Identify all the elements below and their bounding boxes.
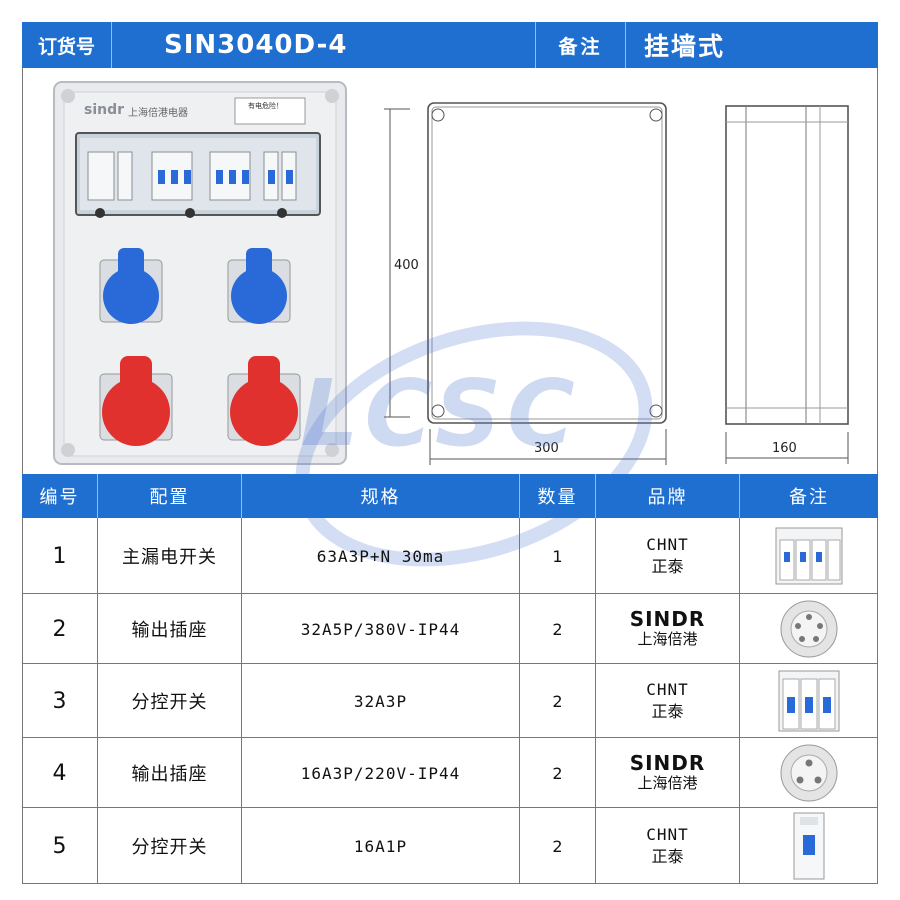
socket-5pin-thumbnail [740, 594, 878, 664]
row-spec: 63A3P+N 30ma [242, 518, 520, 594]
dimension-depth: 160 [772, 441, 797, 456]
brand-name: CHNT [646, 535, 689, 554]
row-spec: 32A5P/380V-IP44 [242, 594, 520, 664]
col-config: 配置 [98, 474, 242, 518]
row-spec: 16A3P/220V-IP44 [242, 738, 520, 808]
logo-text: sindr [84, 102, 125, 118]
col-brand: 品牌 [596, 474, 740, 518]
order-label-cell: 订货号 [22, 22, 112, 68]
brand-name-cn: 上海倍港 [637, 774, 698, 792]
row-config: 主漏电开关 [98, 518, 242, 594]
row-number: 3 [22, 664, 98, 738]
brand-name: SINDR [629, 607, 706, 631]
row-config: 分控开关 [98, 808, 242, 884]
order-value-cell: SIN3040D-4 [112, 22, 536, 68]
distribution-box-photo [53, 81, 347, 465]
brand-name-cn: 正泰 [651, 557, 684, 576]
row-number: 4 [22, 738, 98, 808]
table-row: 2 输出插座 32A5P/380V-IP44 2 SINDR 上海倍港 [22, 594, 878, 664]
row-brand: CHNT 正泰 [596, 518, 740, 594]
rcd-breaker-thumbnail [740, 518, 878, 594]
brand-name-cn: 上海倍港 [637, 630, 698, 648]
table-row: 1 主漏电开关 63A3P+N 30ma 1 CHNT 正泰 [22, 518, 878, 594]
row-number: 2 [22, 594, 98, 664]
row-spec: 16A1P [242, 808, 520, 884]
warning-label-title: 有电危险！ [248, 102, 283, 110]
side-view-drawing [725, 105, 849, 464]
note-label: 备注 [558, 35, 603, 58]
brand-name: CHNT [646, 680, 689, 699]
table-row: 3 分控开关 32A3P 2 CHNT 正泰 [22, 664, 878, 738]
row-spec: 32A3P [242, 664, 520, 738]
mcb-1p-thumbnail [740, 808, 878, 884]
row-config: 输出插座 [98, 738, 242, 808]
row-brand: CHNT 正泰 [596, 808, 740, 884]
watermark-text: LCSC [300, 360, 581, 467]
row-config: 分控开关 [98, 664, 242, 738]
row-brand: SINDR 上海倍港 [596, 738, 740, 808]
row-qty: 2 [520, 664, 596, 738]
logo-company: 上海倍港电器 [128, 108, 188, 119]
order-label: 订货号 [37, 35, 95, 58]
row-brand: CHNT 正泰 [596, 664, 740, 738]
row-brand: SINDR 上海倍港 [596, 594, 740, 664]
brand-name-cn: 正泰 [651, 702, 684, 721]
note-label-cell: 备注 [536, 22, 626, 68]
dimension-height: 400 [394, 258, 419, 273]
row-number: 5 [22, 808, 98, 884]
col-note: 备注 [789, 487, 829, 508]
brand-name-cn: 正泰 [651, 847, 684, 866]
row-number: 1 [22, 518, 98, 594]
row-config: 输出插座 [98, 594, 242, 664]
note-value-cell: 挂墙式 [626, 22, 878, 68]
dimension-width: 300 [534, 441, 559, 456]
mcb-3p-thumbnail [740, 664, 878, 738]
table-header: 编号 配置 规格 数量 品牌 备注 [22, 474, 878, 518]
row-qty: 2 [520, 738, 596, 808]
brand-name: SINDR [629, 751, 706, 775]
socket-3pin-thumbnail [740, 738, 878, 808]
col-spec: 规格 [242, 474, 520, 518]
mounting-type: 挂墙式 [644, 32, 726, 61]
header-bar [22, 22, 878, 68]
table-row: 5 分控开关 16A1P 2 CHNT 正泰 [22, 808, 878, 884]
row-qty: 1 [520, 518, 596, 594]
order-number: SIN3040D-4 [164, 30, 348, 60]
table-row: 4 输出插座 16A3P/220V-IP44 2 SINDR 上海倍港 [22, 738, 878, 808]
col-number: 编号 [22, 474, 98, 518]
col-qty: 数量 [520, 474, 596, 518]
row-qty: 2 [520, 594, 596, 664]
brand-name: CHNT [646, 825, 689, 844]
row-qty: 2 [520, 808, 596, 884]
front-view-drawing [384, 102, 667, 465]
